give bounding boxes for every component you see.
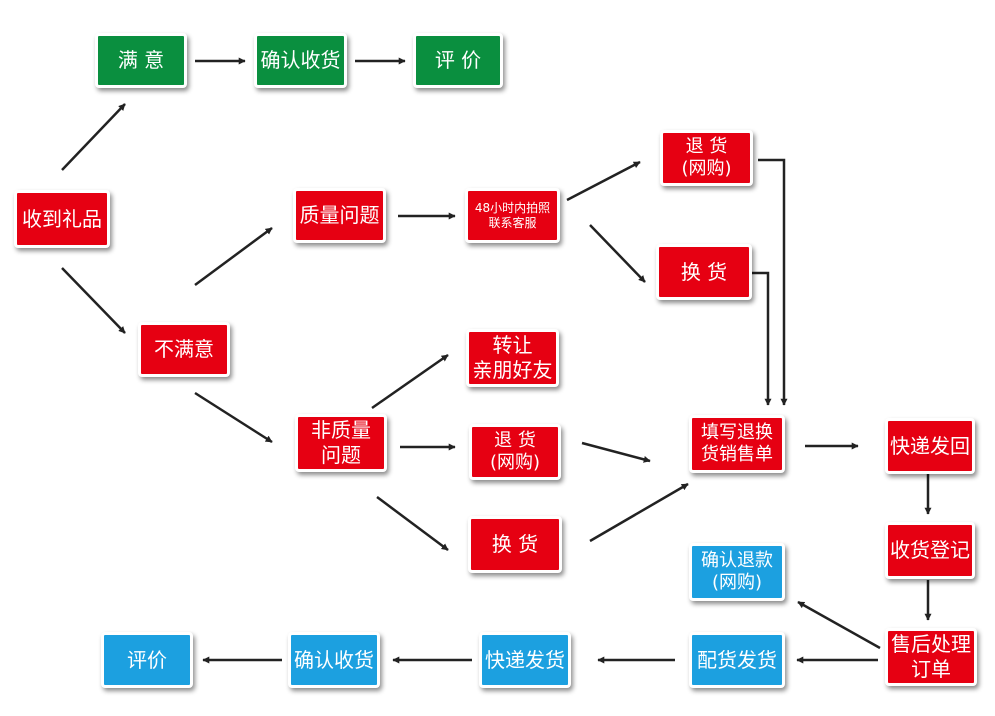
node-confirm-receipt-bottom: 确认收货 xyxy=(288,632,380,688)
node-receipt-register: 收货登记 xyxy=(885,522,975,579)
node-fill-return-form: 填写退换 货销售单 xyxy=(689,415,785,473)
node-photo-contact: 48小时内拍照 联系客服 xyxy=(465,188,560,243)
node-exchange-mid: 换 货 xyxy=(468,516,562,573)
node-review-top: 评 价 xyxy=(413,33,503,88)
arrow-unsatisfied-to-quality xyxy=(194,226,273,287)
node-quality-issue: 质量问题 xyxy=(293,188,386,243)
arrow-exchange-mid-to-form xyxy=(589,482,689,543)
node-satisfied: 满 意 xyxy=(95,33,187,88)
arrow-photo-to-exchange xyxy=(589,224,646,283)
arrow-received-to-unsatisfied xyxy=(61,267,126,334)
arrow-return-to-form xyxy=(758,158,788,406)
node-non-quality-issue: 非质量 问题 xyxy=(295,414,387,472)
arrow-unsatisfied-to-nonquality xyxy=(194,391,273,444)
node-confirm-receipt-top: 确认收货 xyxy=(254,33,347,88)
arrow-exchange-to-form xyxy=(752,271,772,406)
node-express-return: 快递发回 xyxy=(885,418,975,474)
arrow-photo-to-return xyxy=(566,160,641,202)
node-ship-goods: 配货发货 xyxy=(689,632,785,688)
arrow-nonquality-to-transfer xyxy=(371,353,449,410)
node-exchange-top: 换 货 xyxy=(656,244,752,300)
node-aftersale-order: 售后处理 订单 xyxy=(885,628,977,686)
node-confirm-refund: 确认退款 (网购) xyxy=(689,543,785,601)
arrow-return-mid-to-form xyxy=(581,441,651,463)
node-express-ship: 快递发货 xyxy=(479,632,571,688)
node-return-online-mid: 退 货 (网购) xyxy=(469,424,561,480)
arrow-nonquality-to-exchange xyxy=(376,495,449,552)
node-unsatisfied: 不满意 xyxy=(138,322,230,377)
arrow-order-to-refund xyxy=(797,600,881,650)
node-review-bottom: 评价 xyxy=(101,632,193,688)
node-transfer-friends: 转让 亲朋好友 xyxy=(466,329,559,387)
node-received: 收到礼品 xyxy=(14,190,110,248)
arrow-received-to-satisfied xyxy=(61,103,126,171)
node-return-online-top: 退 货 (网购) xyxy=(660,130,753,186)
